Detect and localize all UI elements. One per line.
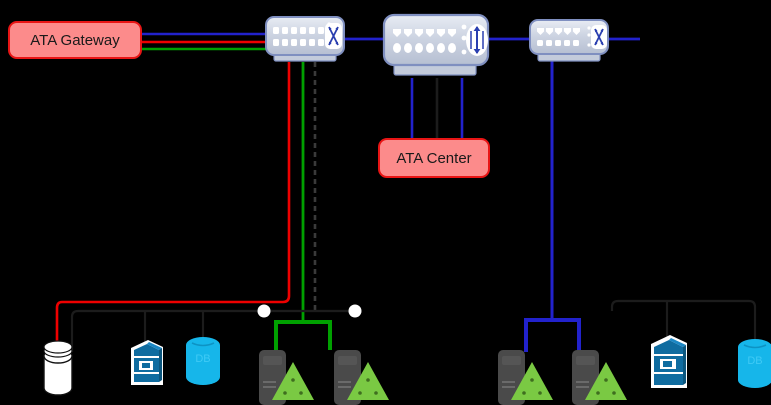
link-switch-left-down	[55, 62, 317, 352]
cross-connect-icon	[325, 23, 342, 49]
ata-center-box[interactable]: ATA Center	[378, 138, 490, 178]
warning-triangle-icon	[347, 362, 389, 400]
bracket-green	[274, 320, 332, 350]
device-router-center[interactable]	[382, 13, 490, 76]
link-gateway-switch	[142, 32, 270, 51]
endpoint-pc-4[interactable]	[572, 350, 627, 405]
warning-triangle-icon	[585, 362, 627, 400]
svg-text:DB: DB	[747, 355, 762, 367]
ata-gateway-box[interactable]: ATA Gateway	[8, 21, 142, 59]
endpoint-db-white[interactable]	[43, 340, 73, 396]
link-router-center	[410, 78, 464, 140]
endpoint-pc-1[interactable]	[259, 350, 314, 405]
warning-triangle-icon	[272, 362, 314, 400]
cross-connect-icon	[591, 25, 607, 49]
endpoint-pc-3[interactable]	[498, 350, 553, 405]
endpoint-pc-2[interactable]	[334, 350, 389, 405]
updown-arrow-icon	[466, 24, 488, 56]
bus-right	[610, 299, 757, 340]
endpoint-server-right[interactable]	[651, 335, 687, 388]
device-switch-left[interactable]	[265, 16, 345, 62]
link-switch-right-down	[524, 58, 581, 352]
tap-dot-left	[257, 304, 271, 318]
endpoint-db-right[interactable]: DB	[738, 339, 771, 388]
endpoint-server-left[interactable]	[131, 340, 163, 385]
device-switch-right[interactable]	[529, 19, 609, 62]
bus-left	[70, 309, 355, 352]
ata-gateway-label: ATA Gateway	[30, 31, 120, 49]
tap-dot-right	[348, 304, 362, 318]
warning-triangle-icon	[511, 362, 553, 400]
endpoint-db-left[interactable]: DB	[186, 337, 220, 385]
svg-text:DB: DB	[195, 353, 210, 365]
ata-center-label: ATA Center	[396, 149, 472, 167]
